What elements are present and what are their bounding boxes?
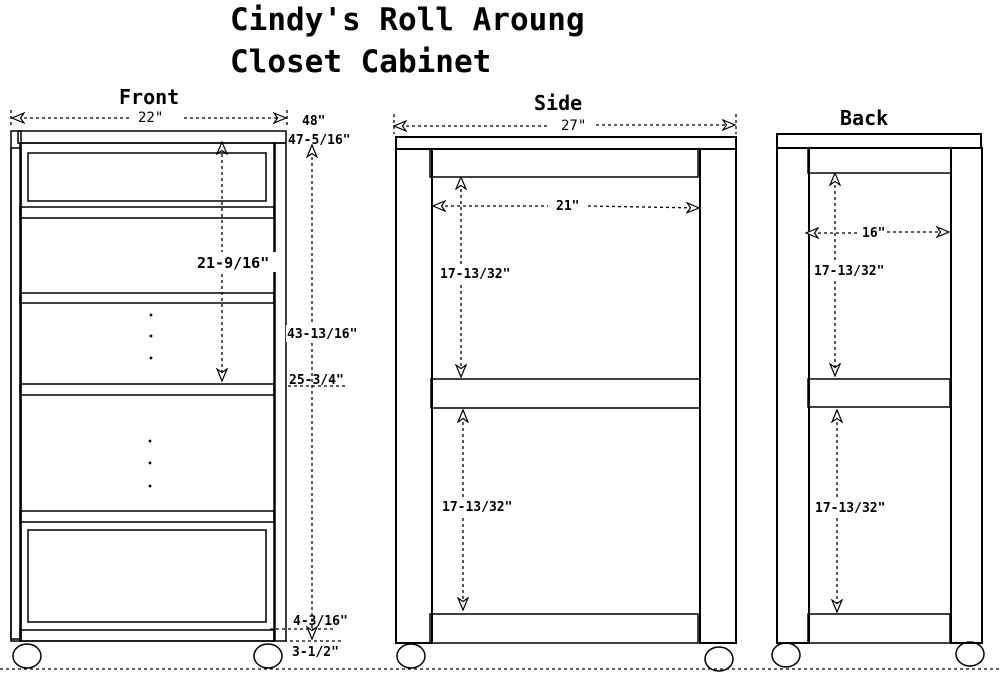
front-middle-shelf-label: 25-3/4" [289,373,344,388]
back-view-label: Back [840,106,888,130]
front-bottom-drawer [27,529,267,623]
back-left-leg [776,147,810,644]
front-ellipsis-dot [149,356,153,360]
back-bottom-rail [807,613,951,644]
back-right-leg [950,147,983,644]
back-upper-label-bg [812,262,896,279]
side-upper-label-bg [438,265,522,282]
back-inner-width-label: 16" [862,226,885,241]
side-bottom-rail [429,613,699,644]
back-top-board [776,133,982,149]
side-upper-gap-label: 17-13/32" [440,267,510,282]
side-depth-label: 27" [561,118,586,134]
front-top-height-label: 47-5/16" [288,133,351,148]
front-shelf-4 [19,510,275,523]
front-ellipsis-dot [149,334,153,338]
front-left-stile-inner [10,147,22,640]
front-upper-section-label: 21-9/16" [197,254,269,272]
back-top-rail [807,147,952,174]
back-left-caster [771,642,801,668]
side-right-leg [699,148,737,644]
front-left-caster [12,643,42,669]
side-lower-gap-label: 17-13/32" [442,500,512,515]
front-caster-height-label: 3-1/2" [292,645,339,660]
side-top-board [395,136,737,150]
title-line-1: Cindy's Roll Aroung [230,2,585,38]
front-shelf-1 [19,206,275,219]
front-shelf-2 [19,292,275,304]
front-shelf-3 [19,383,275,396]
front-ellipsis-dot [148,461,152,465]
side-right-caster [704,646,734,672]
side-inner-depth-label: 21" [556,199,579,214]
front-side-height-label: 43-13/16" [287,327,357,342]
front-view: 22" 48" 47-5/16" 21-9/16" 43-13/16" 25-3… [10,110,370,669]
side-middle-rail [430,378,701,409]
side-inner-depth-dimension-right [587,206,699,208]
front-width-label: 22" [138,110,163,126]
front-total-height-label: 48" [302,114,325,129]
front-ellipsis-dot [148,484,152,488]
front-bottom-shelf-label: 4-3/16" [293,614,348,629]
title-line-2: Closet Cabinet [230,44,491,80]
side-left-leg [395,148,433,644]
front-upper-label-bg [196,252,278,272]
side-view: 27" 21" 17-13/32" 17-13/32" [394,114,737,672]
front-top-drawer [27,152,267,202]
front-right-stile [273,142,287,642]
front-view-label: Front [119,85,179,109]
back-lower-label-bg [813,499,897,516]
back-lower-gap-label: 17-13/32" [815,501,885,516]
front-top-board [17,130,287,144]
back-view: 16" 17-13/32" 17-13/32" [771,133,985,668]
back-middle-rail [807,378,951,408]
front-side-label-bg [286,325,370,342]
side-view-label: Side [534,91,582,115]
side-lower-label-bg [440,498,524,515]
back-upper-gap-label: 17-13/32" [814,264,884,279]
front-ellipsis-dot [148,439,152,443]
front-base-board [19,629,275,642]
back-right-caster [955,641,985,667]
side-top-rail [429,148,699,178]
side-left-caster [396,643,426,669]
front-ellipsis-dot [149,313,153,317]
front-right-caster [253,643,283,669]
